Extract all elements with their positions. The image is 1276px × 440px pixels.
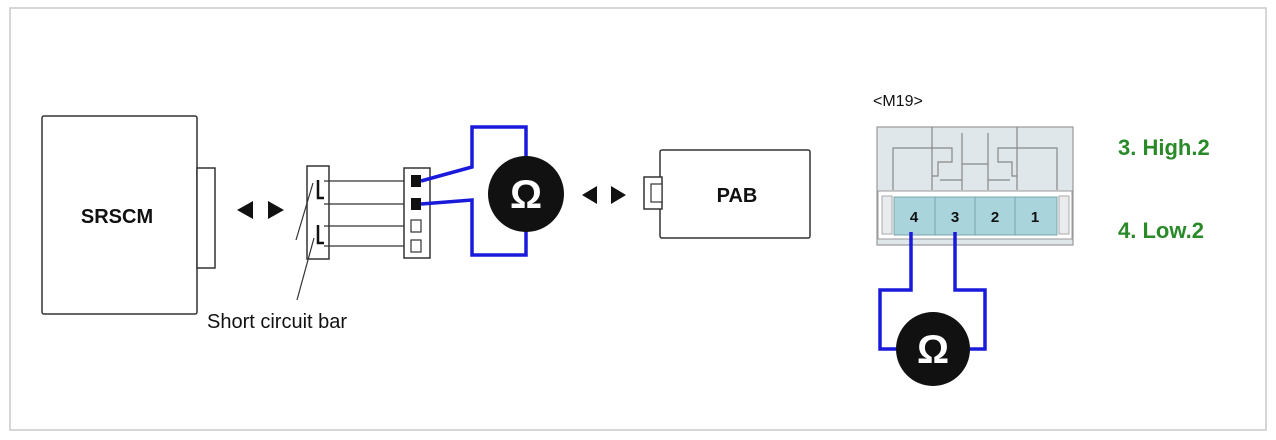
connector-id-label: <M19> <box>873 93 923 110</box>
pin-number: 2 <box>991 209 999 226</box>
double-arrow-icon <box>237 201 284 219</box>
srscm-label: SRSCM <box>81 206 153 228</box>
ohmmeter-left: Ω <box>488 156 564 232</box>
double-arrow-icon <box>582 186 626 204</box>
srscm-module: SRSCM <box>41 115 216 315</box>
ohmmeter-right: Ω <box>896 312 970 386</box>
short-circuit-bar-connector <box>295 165 330 301</box>
harness-wires <box>324 180 413 247</box>
ohm-icon: Ω <box>510 173 542 217</box>
harness-connector <box>403 167 431 259</box>
m19-connector: 4 3 2 1 <box>876 126 1074 246</box>
meter-leads-left <box>420 125 528 257</box>
short-circuit-bar-label: Short circuit bar <box>207 311 347 333</box>
pin-label-high: 3. High.2 <box>1118 135 1210 160</box>
pin-number: 4 <box>910 209 919 226</box>
meter-leads-right <box>878 232 987 351</box>
pin-number: 1 <box>1031 209 1039 226</box>
pab-label: PAB <box>717 185 758 207</box>
pin-number: 3 <box>951 209 959 226</box>
pin-label-low: 4. Low.2 <box>1118 218 1204 243</box>
ohm-icon: Ω <box>917 328 949 372</box>
pab-module: PAB <box>643 149 811 239</box>
